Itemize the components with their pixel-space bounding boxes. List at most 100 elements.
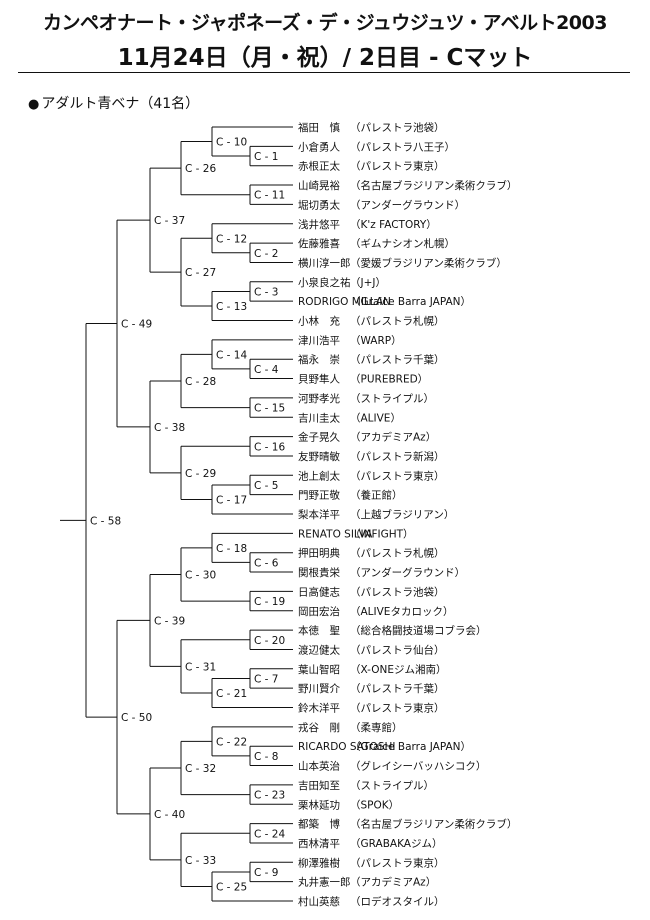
match-label: C - 50 — [121, 712, 152, 724]
competitor-team: （ALIVEタカロック） — [350, 606, 453, 618]
competitor-name: 鈴木洋平 — [298, 702, 340, 715]
match-label: C - 40 — [154, 809, 185, 821]
competitor-name: 関根貴栄 — [298, 566, 340, 579]
competitor-name: 栗林延功 — [298, 798, 340, 811]
match-label: C - 32 — [185, 763, 216, 775]
competitor-name: 丸井憲一郎 — [298, 876, 351, 889]
match-label: C - 58 — [90, 515, 121, 527]
match-label: C - 13 — [216, 301, 247, 313]
match-label: C - 1 — [254, 151, 278, 163]
competitor-name: 津川浩平 — [298, 335, 340, 347]
competitor-name: 貝野隼人 — [298, 373, 340, 386]
competitor-team: （グレイシーバッハシコク） — [350, 760, 486, 773]
competitor-name: 福永 崇 — [298, 353, 340, 366]
match-label: C - 15 — [254, 403, 285, 415]
competitor-team: （ストライプル） — [350, 780, 434, 792]
competitor-team: （PUREBRED） — [350, 374, 428, 386]
match-label: C - 14 — [216, 349, 247, 361]
competitor-team: （ギムナシオン札幌） — [350, 237, 455, 250]
competitor-name: 都築 博 — [298, 818, 340, 831]
competitor-name: 村山英慈 — [298, 895, 340, 908]
competitor-team: （ALIVE） — [350, 412, 401, 424]
bullet-icon: ● — [28, 97, 40, 112]
competitor-name: 山崎晃裕 — [298, 179, 340, 192]
competitor-team: （X-ONEジム湘南） — [350, 663, 447, 676]
competitor-name: 佐藤雅喜 — [298, 237, 340, 250]
match-label: C - 11 — [254, 190, 285, 202]
competitor-team: （名古屋ブラジリアン柔術クラブ） — [350, 818, 517, 831]
competitor-name: RICARDO SATOSHI — [298, 741, 395, 753]
competitor-team: （INFIGHT） — [350, 528, 414, 540]
division-heading: ●アダルト青ベナ（41名） — [28, 93, 199, 113]
competitor-name: 西林清平 — [298, 837, 340, 850]
competitor-team: （パレストラ仙台） — [350, 643, 445, 656]
competitor-team: （パレストラ東京） — [350, 856, 445, 869]
competitor-team: （パレストラ札幌） — [350, 315, 445, 328]
competitor-team: （SPOK） — [350, 799, 399, 811]
match-label: C - 16 — [254, 441, 285, 453]
competitor-team: （総合格闘技道場コブラ会） — [350, 624, 487, 637]
division-label: アダルト青ベナ（41名） — [41, 96, 200, 112]
competitor-team: （アカデミアAz） — [350, 431, 436, 444]
competitor-name: 小倉勇人 — [298, 140, 340, 153]
competitor-team: （愛媛ブラジリアン柔術クラブ） — [350, 256, 507, 269]
match-label: C - 28 — [185, 376, 216, 388]
competitor-team: （パレストラ東京） — [350, 469, 445, 482]
competitor-team: （パレストラ東京） — [350, 702, 445, 715]
match-label: C - 27 — [185, 267, 216, 279]
competitor-team: （アカデミアAz） — [350, 876, 436, 889]
competitor-team: （柔専館） — [350, 721, 403, 734]
competitor-name: 梨本洋平 — [298, 508, 340, 521]
match-label: C - 6 — [254, 557, 279, 569]
competitor-name: 門野正敬 — [298, 489, 340, 502]
match-label: C - 30 — [185, 569, 216, 581]
match-label: C - 37 — [154, 215, 185, 227]
match-label: C - 18 — [216, 543, 247, 555]
match-label: C - 9 — [254, 867, 278, 879]
competitor-team: （Graice Barra JAPAN） — [350, 741, 471, 753]
competitor-team: （パレストラ池袋） — [350, 121, 445, 134]
match-label: C - 39 — [154, 615, 185, 627]
event-date-mat: 11月24日（月・祝）/ 2日目 - Cマット — [117, 45, 533, 71]
match-label: C - 8 — [254, 751, 278, 763]
match-label: C - 31 — [185, 661, 216, 673]
competitor-team: （アンダーグラウンド） — [350, 198, 465, 211]
match-label: C - 20 — [254, 635, 285, 647]
competitor-name: 池上創太 — [298, 469, 340, 482]
event-title: カンペオナート・ジャポネーズ・デ・ジュウジュツ・アベルト2003 — [43, 12, 607, 34]
match-label: C - 10 — [216, 137, 247, 149]
match-label: C - 17 — [216, 494, 247, 506]
match-label: C - 4 — [254, 364, 279, 376]
competitor-team: （Graice Barra JAPAN） — [350, 296, 471, 308]
competitor-name: 押田明典 — [298, 547, 340, 560]
competitor-name: 野川賢介 — [298, 683, 340, 695]
competitor-name: RENATO SILVA — [298, 528, 373, 540]
competitor-name: 吉川圭太 — [298, 411, 340, 424]
competitor-name: 戎谷 剛 — [298, 721, 340, 734]
competitor-name: 日高健志 — [298, 585, 340, 598]
match-label: C - 24 — [254, 828, 285, 840]
competitor-team: （GRABAKAジム） — [350, 838, 442, 850]
match-label: C - 21 — [216, 688, 247, 700]
match-label: C - 23 — [254, 790, 285, 802]
match-label: C - 2 — [254, 248, 278, 260]
competitor-team: （WARP） — [350, 335, 402, 347]
competitor-team: （パレストラ池袋） — [350, 585, 445, 598]
match-label: C - 22 — [216, 736, 247, 748]
match-label: C - 29 — [185, 468, 216, 480]
competitor-team: （アンダーグラウンド） — [350, 566, 465, 579]
competitor-name: 友野晴敏 — [298, 450, 340, 463]
competitor-name: 浅井悠平 — [298, 218, 340, 231]
match-label: C - 33 — [185, 855, 216, 867]
competitor-name: 渡辺健太 — [298, 643, 340, 656]
match-label: C - 38 — [154, 422, 185, 434]
competitor-team: （K'z FACTORY） — [350, 219, 437, 231]
competitor-team: （パレストラ千葉） — [350, 682, 445, 695]
match-label: C - 26 — [185, 163, 216, 175]
competitor-team: （パレストラ千葉） — [350, 353, 445, 366]
header-divider — [18, 72, 630, 73]
competitor-team: （上越ブラジリアン） — [350, 508, 454, 521]
competitor-team: （J+J） — [350, 277, 386, 289]
match-label: C - 7 — [254, 673, 278, 685]
